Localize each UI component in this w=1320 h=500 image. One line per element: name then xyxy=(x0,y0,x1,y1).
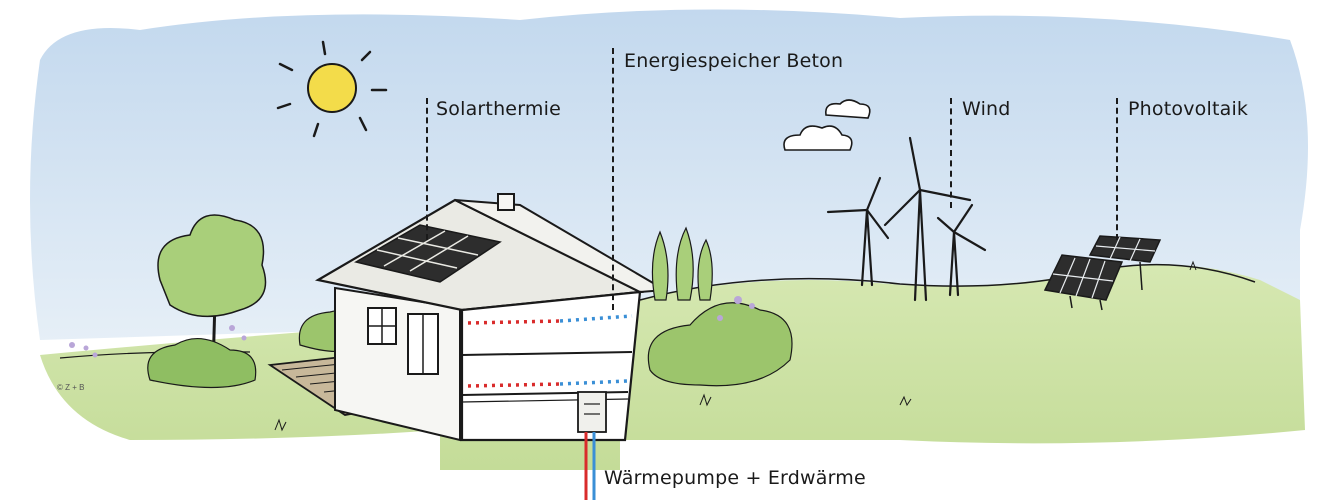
cloud-icon xyxy=(783,99,871,151)
leader-line-energiespeicher xyxy=(612,48,614,310)
photovoltaik-panel-icon xyxy=(1043,235,1162,311)
house xyxy=(314,193,669,500)
hill-line xyxy=(639,263,1256,301)
label-energiespeicher-beton: Energiespeicher Beton xyxy=(624,50,844,72)
leader-line-photovoltaik xyxy=(1116,98,1118,240)
cypress-trees xyxy=(651,226,713,301)
heating-pipes xyxy=(467,314,633,388)
leader-line-solarthermie xyxy=(426,98,428,240)
wind-turbine-icon xyxy=(826,136,987,302)
house-section xyxy=(460,290,642,442)
copyright-credit: © Z + B xyxy=(57,383,85,392)
bush-left xyxy=(147,338,257,389)
flowers-left xyxy=(69,325,247,358)
flowers-right xyxy=(717,296,755,321)
heat-pump-icon xyxy=(577,391,607,433)
tree-left xyxy=(157,214,267,371)
sun-icon xyxy=(276,40,388,138)
solarthermie-panel-icon xyxy=(353,224,502,283)
label-wind: Wind xyxy=(962,98,1011,120)
label-waermepumpe-erdwaerme: Wärmepumpe + Erdwärme xyxy=(604,467,866,489)
bush-right xyxy=(647,302,793,387)
grass-tufts xyxy=(274,260,1197,432)
label-solarthermie: Solarthermie xyxy=(436,98,561,120)
leader-line-wind xyxy=(950,98,952,208)
label-photovoltaik: Photovoltaik xyxy=(1128,98,1249,120)
